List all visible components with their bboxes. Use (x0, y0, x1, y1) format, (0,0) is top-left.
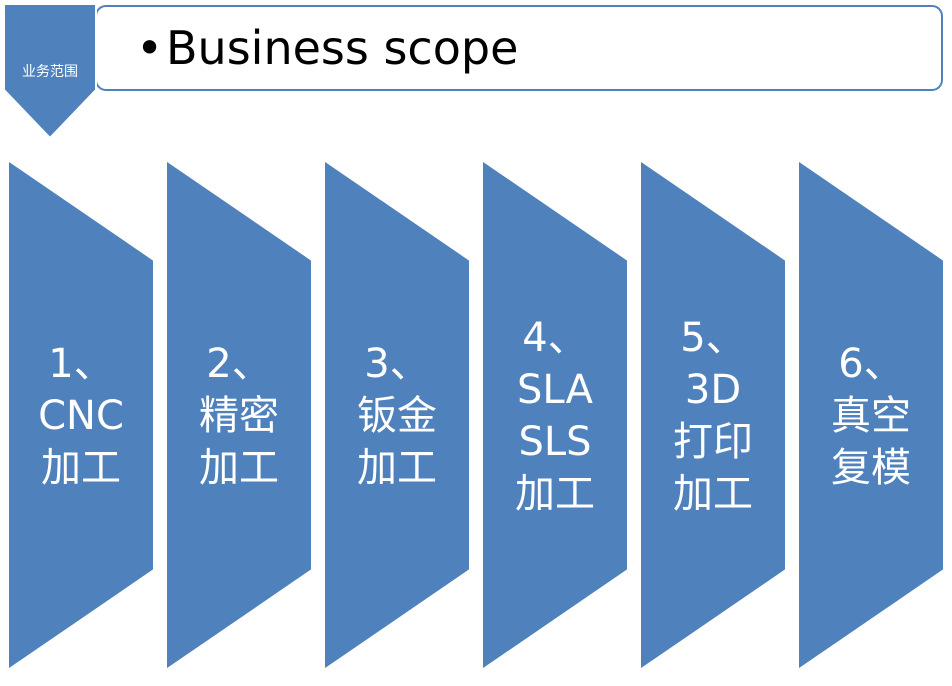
process-step-label: 2、 (206, 341, 271, 387)
process-step-label: 打印 (673, 419, 753, 465)
process-step-label: 加工 (673, 471, 753, 517)
process-step-label: 加工 (357, 445, 437, 491)
process-step-shape (165, 158, 313, 672)
header-title: Business scope (166, 21, 518, 75)
process-step-shape (639, 158, 787, 672)
process-steps: 1、CNC加工2、精密加工3、钣金加工4、SLASLS加工5、3D打印加工6、真… (7, 158, 945, 672)
header-tag-label: 业务范围 (22, 63, 78, 80)
header-chevron-tag (3, 3, 97, 140)
process-step-label: 精密 (199, 393, 279, 439)
process-step-label: 加工 (41, 445, 121, 491)
process-step-4: 4、 SLA SLS 加工 (481, 158, 629, 672)
process-step-label: 复模 (831, 445, 911, 491)
process-step-label: 1、 (48, 341, 113, 387)
process-step-label: 3D (685, 367, 741, 413)
process-step-1: 1、 CNC 加工 (7, 158, 155, 672)
process-step-label: CNC (38, 393, 124, 439)
process-step-label: SLS (518, 419, 591, 465)
process-step-label: 加工 (515, 471, 595, 517)
process-step-label: 3、 (364, 341, 429, 387)
process-step-shape (323, 158, 471, 672)
header-bullet: • (136, 21, 163, 75)
process-step-label: 真空 (831, 393, 911, 439)
process-step-label: 4、 (522, 315, 587, 361)
process-step-shape (481, 158, 629, 672)
process-step-label: 加工 (199, 445, 279, 491)
process-step-label: 钣金 (357, 393, 437, 439)
process-step-shape (797, 158, 945, 672)
process-step-label: 5、 (680, 315, 745, 361)
process-step-label: SLA (517, 367, 594, 413)
process-step-label: 6、 (838, 341, 903, 387)
process-step-shape (7, 158, 155, 672)
